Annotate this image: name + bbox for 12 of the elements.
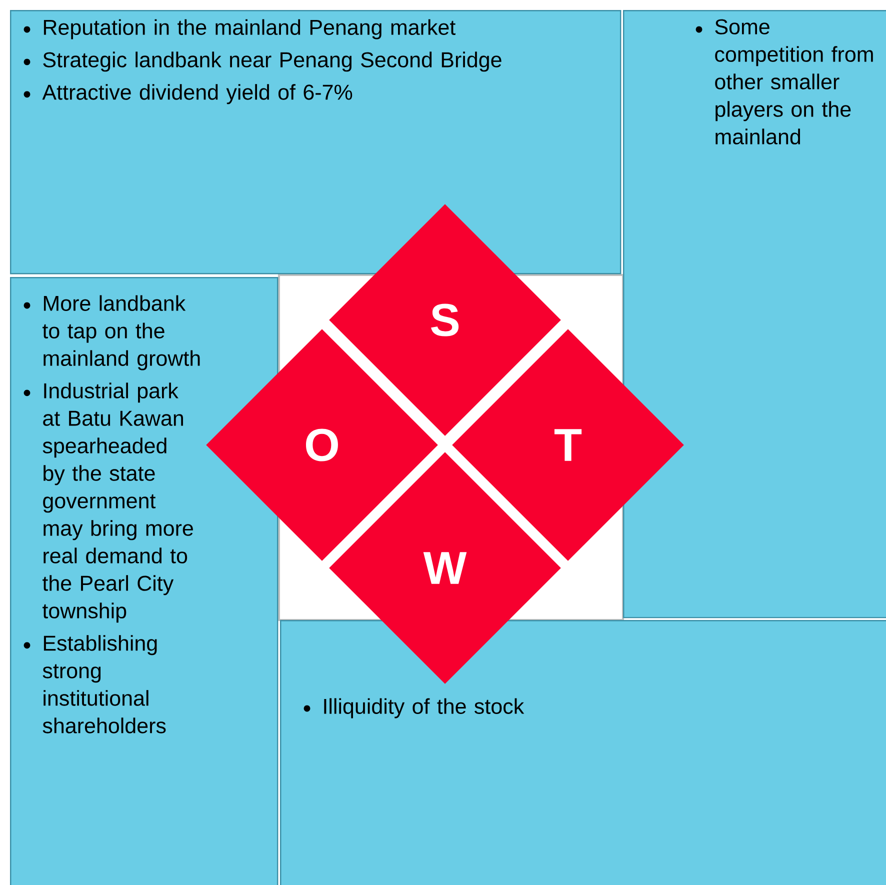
bullet-item: Strategic landbank near Penang Second Bridge: [24, 52, 502, 72]
swot-panel: [280, 620, 886, 885]
swot-panel: [623, 10, 886, 618]
bullet-item: Some competition from other smaller players on the mainland: [696, 19, 873, 144]
bullet-item: Establishing strong institutional shareholders: [24, 635, 166, 734]
bullet-item: Industrial park at Batu Kawan spearheaded by the state government may bring more real demand to the Pearl City township: [24, 382, 193, 623]
bullet-item: More landbank to tap on the mainland growth: [24, 295, 200, 370]
swot-panel: [10, 10, 622, 274]
swot-panel: [10, 277, 278, 885]
bullet-item: Reputation in the mainland Penang market: [24, 19, 456, 40]
bullet-item: Attractive dividend yield of 6-7%: [24, 84, 352, 104]
bullet-item: Illiquidity of the stock: [304, 698, 524, 718]
